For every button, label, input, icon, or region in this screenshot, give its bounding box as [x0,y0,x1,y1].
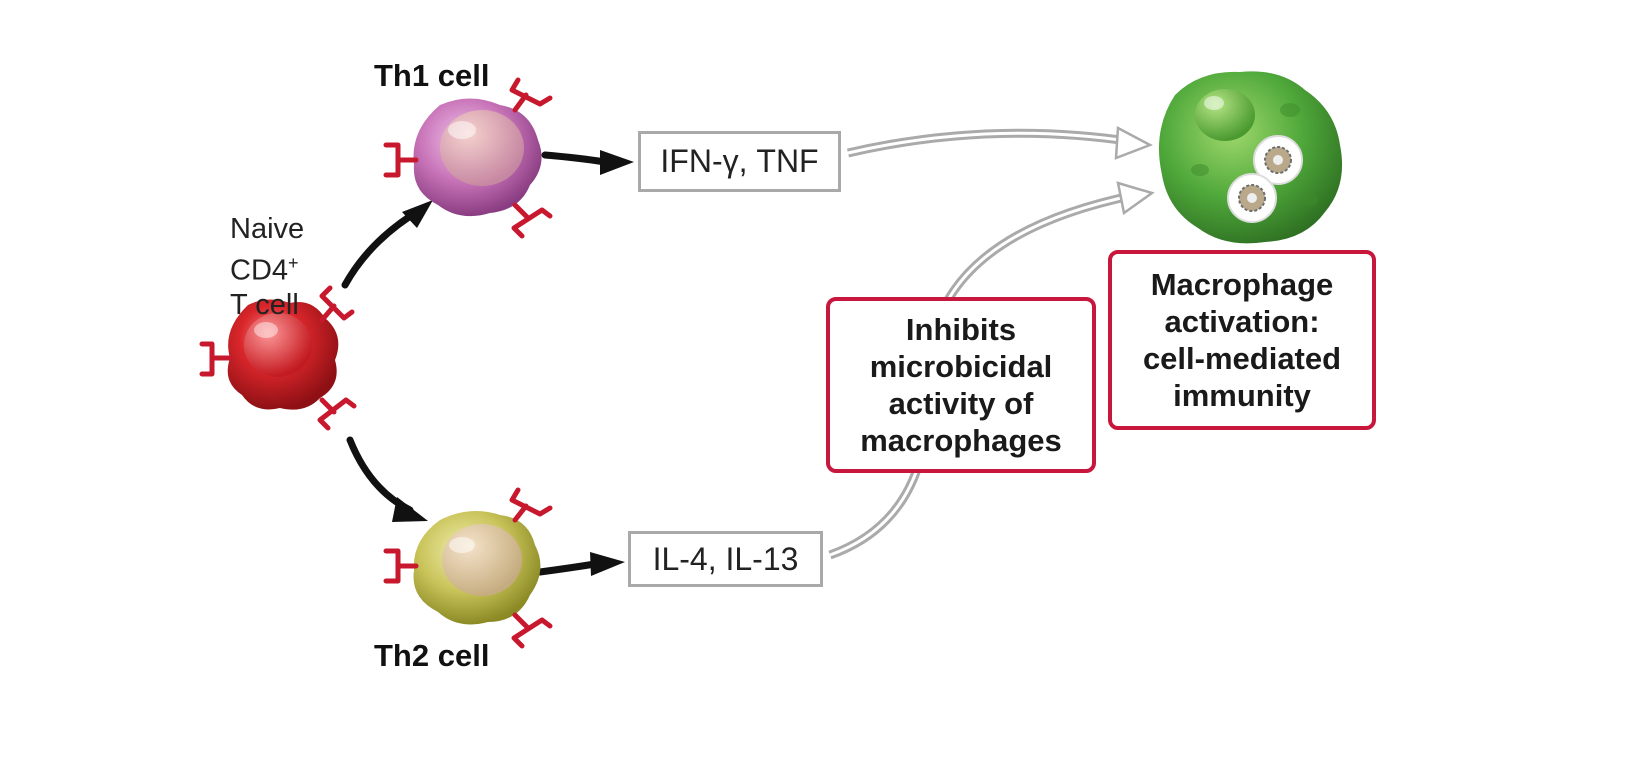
naive-label-line2: CD4+ [230,253,299,287]
th1-receptor-upper [509,77,553,113]
cytokine-arrow-ifn [846,125,1154,160]
macrophage-activation-box: Macrophage activation: cell-mediated imm… [1108,250,1376,430]
differentiation-arrowhead-th1 [402,200,433,228]
th2-receptor-upper [509,487,553,523]
activation-line4: immunity [1173,378,1311,413]
th2-cell-label: Th2 cell [374,638,490,673]
activation-line1: Macrophage [1150,267,1334,302]
th1-cell-label: Th1 cell [374,58,490,93]
inhibits-line3: activity of [888,386,1034,421]
inhibits-macrophages-box: Inhibits microbicidal activity of macrop… [826,297,1096,473]
naive-receptor-lower [317,397,357,431]
differentiation-arrowhead-th2 [392,497,428,522]
inhibits-line1: Inhibits [905,312,1017,347]
th1-cell [413,98,542,217]
il4-il13-box: IL-4, IL-13 [628,531,823,587]
th2-cell [413,511,541,625]
macrophage [1158,71,1343,244]
phagosome-microbe-2 [1227,173,1277,223]
ifn-tnf-box: IFN-γ, TNF [638,131,841,192]
phagosome-microbe-1 [1253,135,1303,185]
activation-line3: cell-mediated [1142,341,1342,376]
th1-receptor-lower [511,202,553,239]
secretion-arrowhead-th2 [590,552,625,576]
naive-receptor-left [199,341,233,377]
th2-receptor-lower [511,612,553,649]
inhibits-line2: microbicidal [869,349,1053,384]
activation-line2: activation: [1164,304,1320,339]
secretion-arrow-th1 [541,151,609,166]
th1-receptor-left [383,142,419,178]
th2-receptor-left [383,548,419,584]
naive-receptor-upper [319,285,355,323]
naive-label-line3: T cell [230,288,299,321]
naive-t-cell [227,299,339,410]
differentiation-arrow-th2 [346,436,414,514]
naive-label-line1: Naive [230,213,305,245]
inhibits-line4: macrophages [860,423,1062,458]
differentiation-arrow-th1 [341,206,424,289]
naive-cd4-t-cell-label: Naive CD4+ T cell [230,212,304,322]
secretion-arrow-th2 [536,560,599,576]
secretion-arrowhead-th1 [600,150,634,175]
